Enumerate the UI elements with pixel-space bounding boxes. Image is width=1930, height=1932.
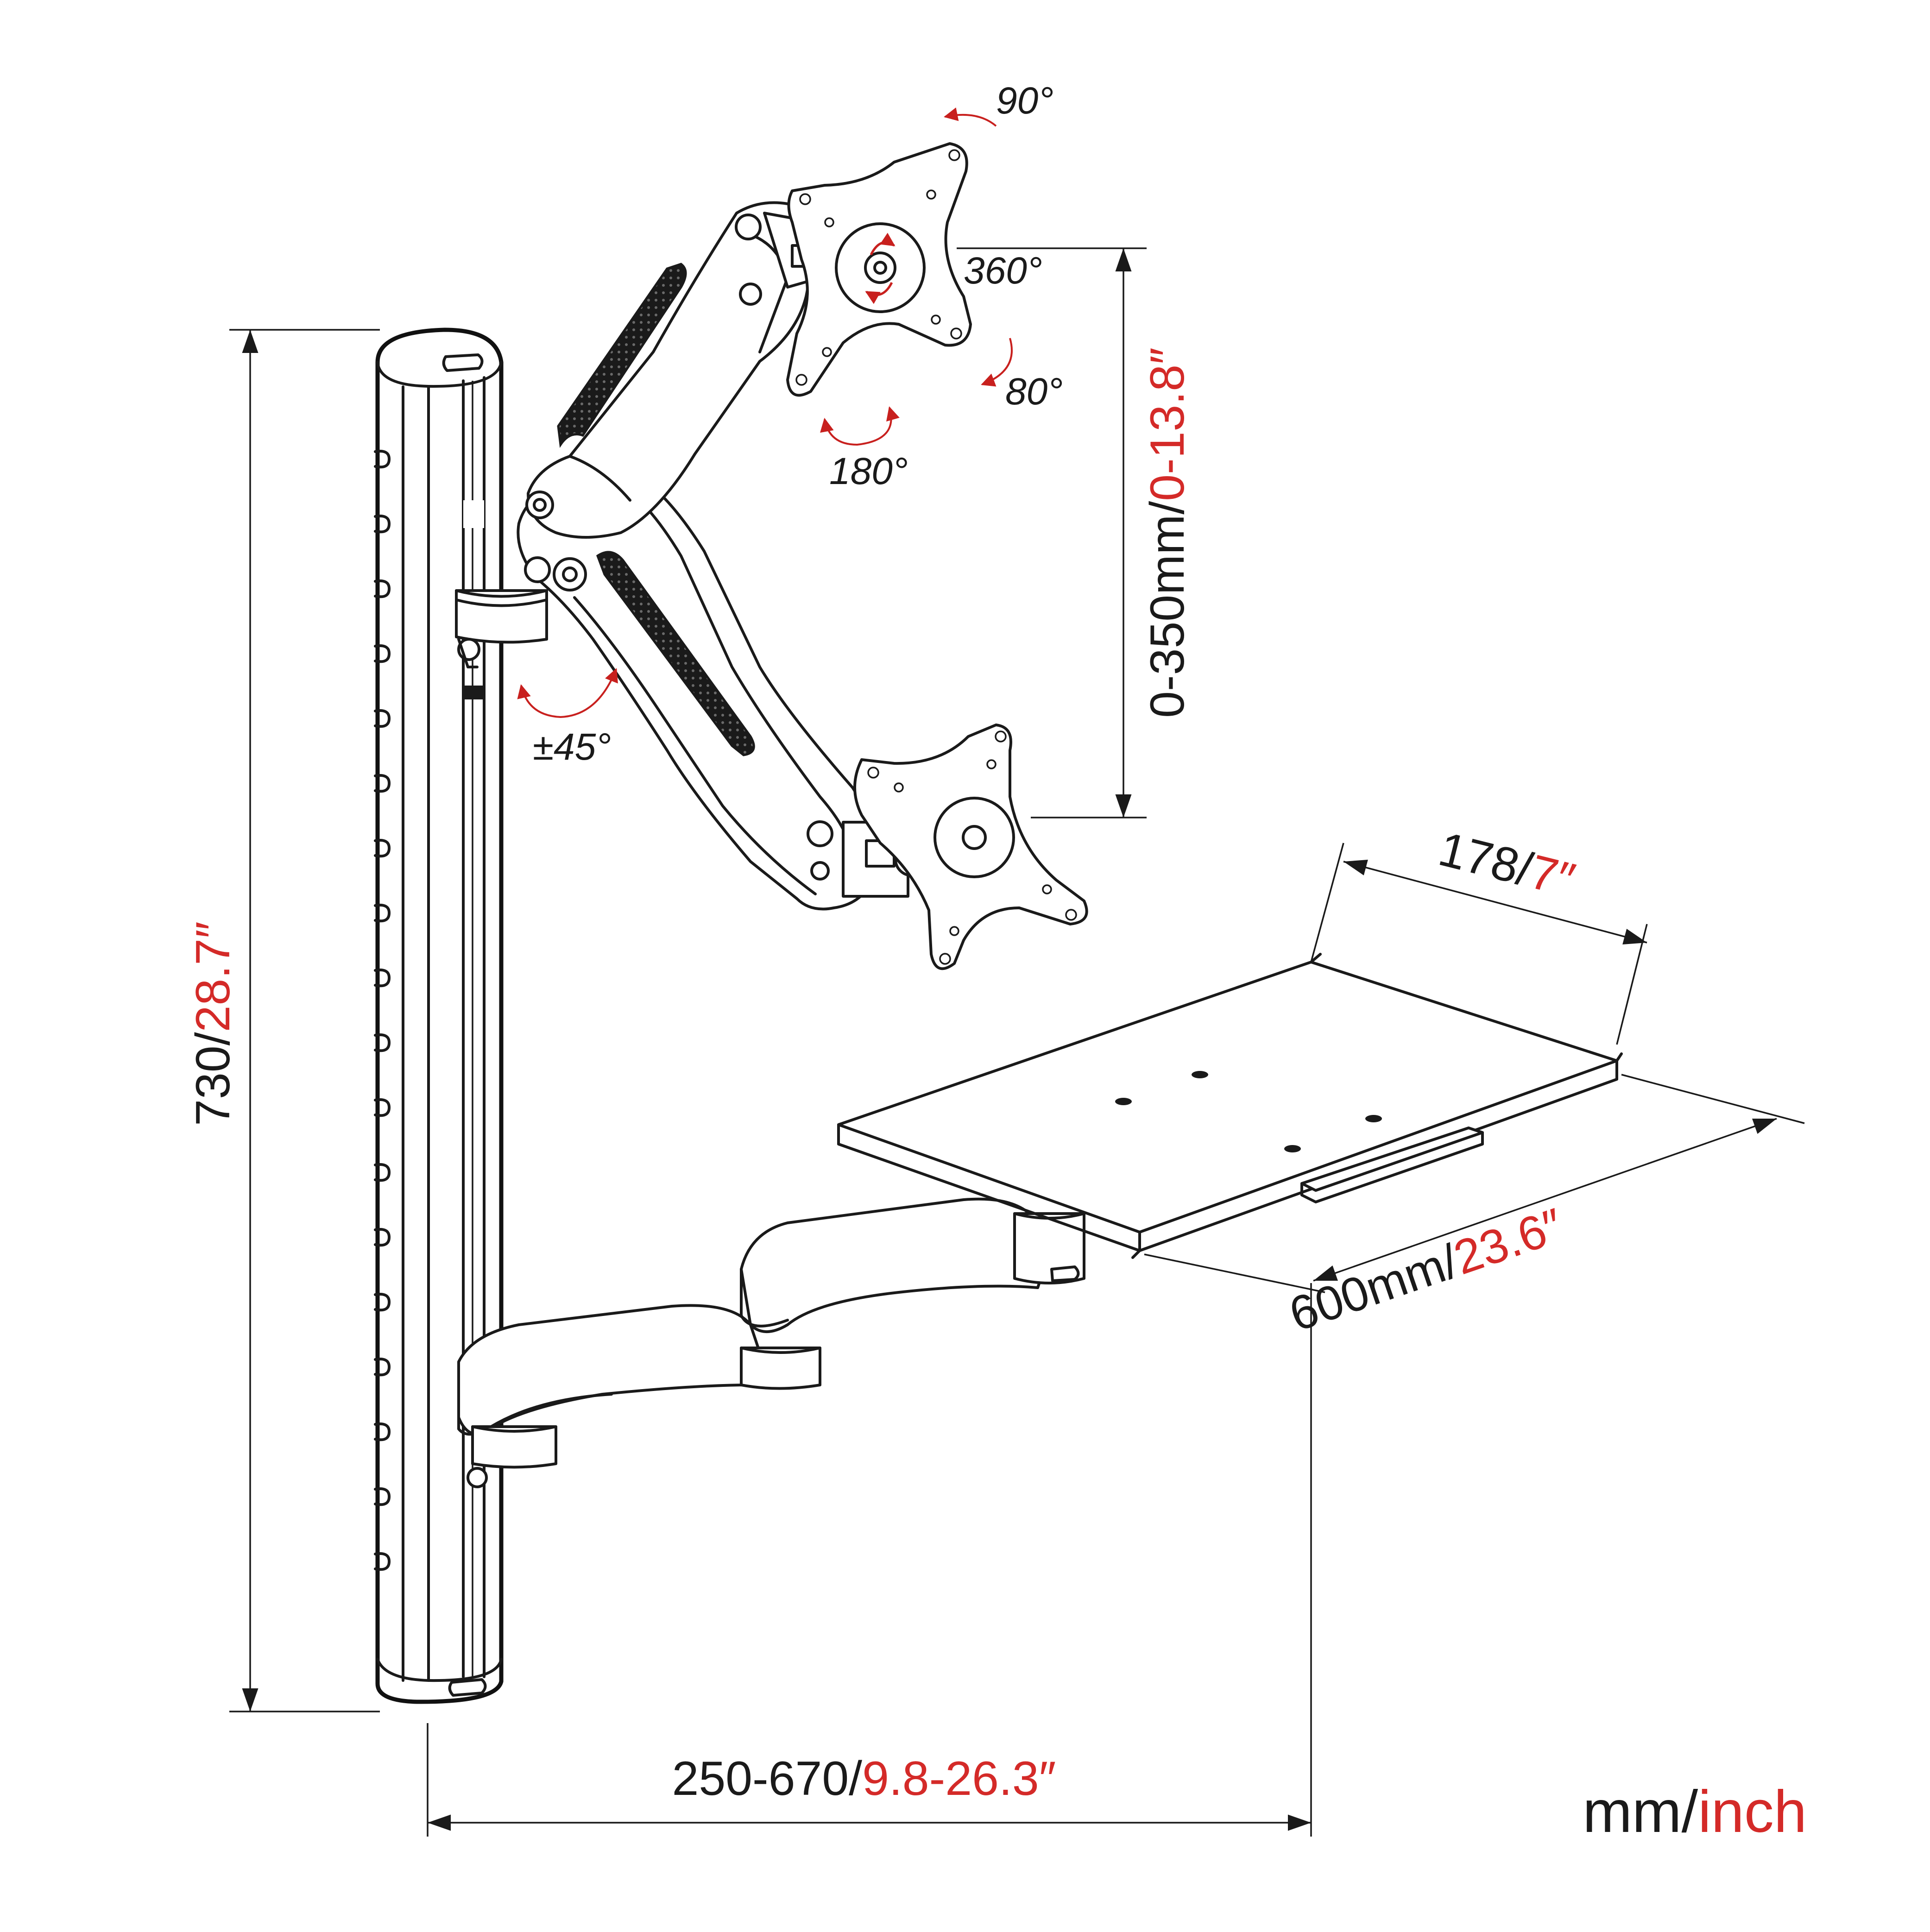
pole-slot [374,644,391,663]
monitor-arm-upper [525,201,821,539]
reach-label: 250-670/9.8-26.3″ [672,1752,1056,1806]
wall-pole [374,327,504,1704]
monitor-arm-lower [517,464,878,911]
pole-slot [374,774,391,793]
rotation-arrow-icon [517,107,1013,718]
pole-slot [374,1487,391,1506]
pole-slot [374,904,391,923]
pole-slot [374,1422,391,1441]
pole-slot [374,709,391,728]
pole-slot [374,450,391,469]
width-dimension [1144,1074,1805,1293]
keyboard-arm-upper [740,1197,1085,1333]
pole-slot [374,515,391,534]
tilt-down-angle: 80° [1005,371,1063,413]
pole-slot [374,1163,391,1182]
reach-dimension [427,1283,1312,1837]
pole-slot [374,1033,391,1052]
pole-slot [374,1098,391,1117]
tilt-up-angle: 90° [996,80,1053,122]
units-label: mm/inch [1583,1779,1807,1845]
monitor-arm-collar [455,589,548,668]
keyboard-arm [457,1304,821,1488]
pole-slot [374,1293,391,1312]
lift-dimension [957,247,1147,818]
pole-slot [374,839,391,858]
pole-slot [374,1358,391,1377]
height-dimension [229,329,380,1712]
pole-slot [374,969,391,988]
swivel-angle: 180° [829,450,908,492]
pole-slot [374,1228,391,1247]
vesa-plate-lower [853,724,1088,970]
lift-label: 0-350mm/0-13.8″ [1141,347,1194,718]
width-label: 600mm/23.6″ [1283,1198,1570,1342]
height-label: 730/28.7″ [186,921,240,1126]
arm-angle: ±45° [533,726,611,768]
pole-slot [374,579,391,598]
vesa-plate-upper [786,142,972,397]
rotate-angle: 360° [964,250,1042,292]
depth-dimension [1310,843,1648,1045]
depth-label: 178/7″ [1433,822,1580,907]
pole-slot [374,1552,391,1571]
pole-slots [374,450,391,1571]
